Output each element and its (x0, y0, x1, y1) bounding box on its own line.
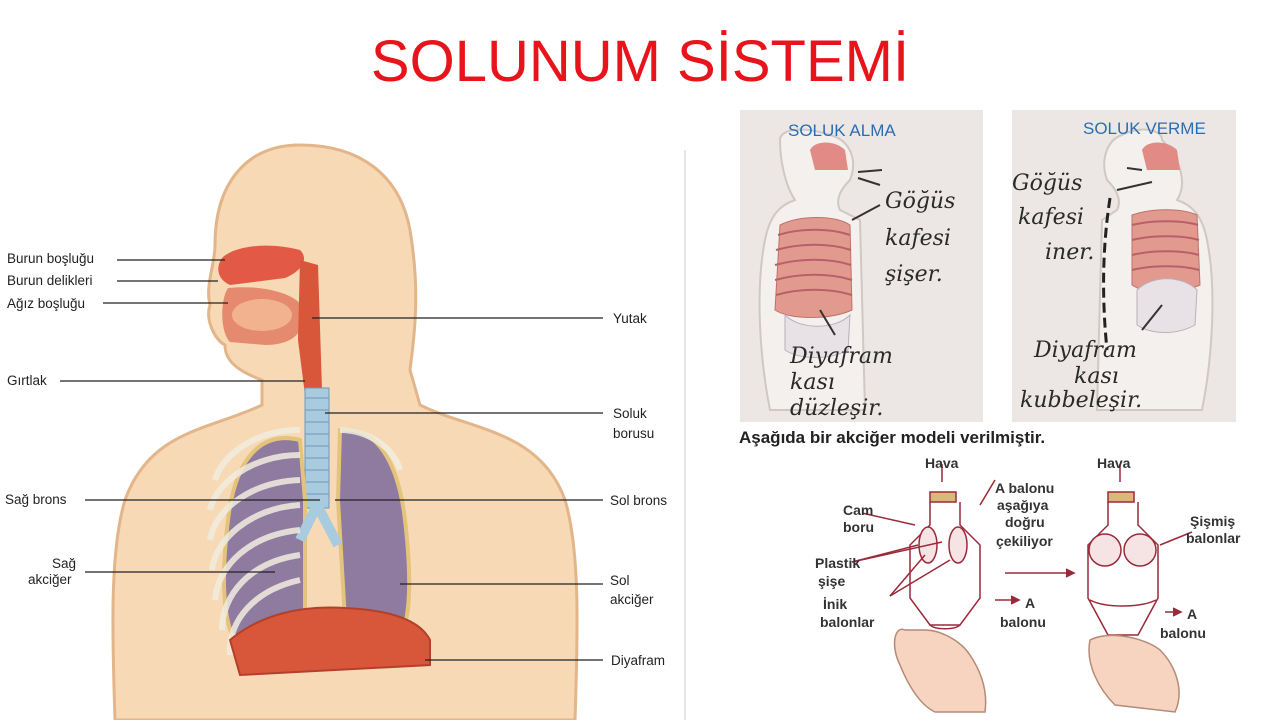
model-label-middle-3: doğru (1005, 514, 1045, 530)
model-label-middle-4: çekiliyor (996, 533, 1053, 549)
inhale-chest-text-2: kafesi (885, 226, 951, 251)
lung-model-illustration (800, 450, 1220, 720)
model-label-a-left-1: A (1025, 595, 1036, 611)
inhale-diaphragm-text-3: düzleşir. (790, 396, 884, 421)
inhale-figure (758, 128, 883, 411)
model-label-inik-2: balonlar (820, 614, 875, 630)
model-label-plastik-2: şişe (818, 573, 846, 589)
model-label-cam-2: boru (843, 519, 875, 535)
exhale-figure (1095, 128, 1214, 411)
anatomy-illustration (60, 143, 686, 722)
exhale-chest-text-2: kafesi (1018, 205, 1084, 230)
inhale-chest-text-3: şişer. (885, 262, 943, 287)
exhale-heading: SOLUK VERME (1083, 119, 1206, 138)
label-sag-akciger-1: Sağ (52, 556, 77, 571)
label-sol-akciger-2: akciğer (610, 592, 654, 607)
label-soluk-borusu-1: Soluk (613, 406, 647, 421)
label-girtlak: Gırtlak (7, 373, 47, 388)
model-label-hava-right: Hava (1097, 455, 1131, 471)
label-yutak: Yutak (613, 311, 647, 326)
model-label-a-right-1: A (1187, 606, 1198, 622)
model-label-middle-2: aşağıya (997, 497, 1049, 513)
model-label-sismis-1: Şişmiş (1190, 513, 1236, 529)
page-title: SOLUNUM SİSTEMİ (370, 29, 910, 94)
model-label-inik-1: İnik (823, 596, 848, 612)
label-burun-boslugu: Burun boşluğu (7, 251, 95, 266)
label-sag-brons: Sağ brons (5, 492, 67, 507)
label-diyafram: Diyafram (611, 653, 666, 668)
inhale-diaphragm-text-2: kası (790, 370, 835, 395)
model-label-cam-1: Cam (843, 502, 874, 518)
label-burun-delikleri: Burun delikleri (7, 273, 93, 288)
left-hand (893, 628, 987, 713)
model-label-a-left-2: balonu (1000, 614, 1046, 630)
nasal-cavity (218, 245, 305, 285)
model-label-middle-1: A balonu (995, 480, 1055, 496)
model-label-sismis-2: balonlar (1186, 530, 1241, 546)
trachea (304, 387, 330, 509)
exhale-chest-text-3: iner. (1045, 240, 1095, 265)
model-label-plastik-1: Plastik (815, 555, 861, 571)
anatomy-diagram (0, 100, 690, 722)
exhale-panel (1012, 110, 1236, 422)
bronchi (295, 502, 343, 548)
model-caption: Aşağıda bir akciğer modeli verilmiştir. (739, 428, 1046, 447)
right-hand (1088, 634, 1180, 713)
model-label-a-right-2: balonu (1160, 625, 1206, 641)
exhale-diaphragm-text-3: kubbeleşir. (1020, 388, 1143, 413)
lung-model-svg (851, 464, 1193, 713)
label-agiz-boslugu: Ağız boşluğu (7, 296, 86, 311)
exhale-chest-text-1: Göğüs (1012, 171, 1083, 196)
exhale-diaphragm-text-1: Diyafram (1034, 338, 1137, 363)
label-sol-brons: Sol brons (610, 493, 668, 508)
inhale-heading: SOLUK ALMA (788, 121, 896, 140)
exhale-diaphragm-text-2: kası (1074, 364, 1119, 389)
inhale-panel (740, 110, 983, 422)
pharynx (298, 260, 322, 395)
label-soluk-borusu-2: borusu (613, 426, 655, 441)
inhale-chest-text-1: Göğüs (885, 189, 956, 214)
model-label-hava-left: Hava (925, 455, 959, 471)
label-sol-akciger-1: Sol (610, 573, 630, 588)
label-sag-akciger-2: akciğer (28, 572, 72, 587)
inhale-diaphragm-text-1: Diyafram (790, 344, 893, 369)
ribcage (207, 427, 403, 656)
diaphragm (228, 606, 431, 677)
